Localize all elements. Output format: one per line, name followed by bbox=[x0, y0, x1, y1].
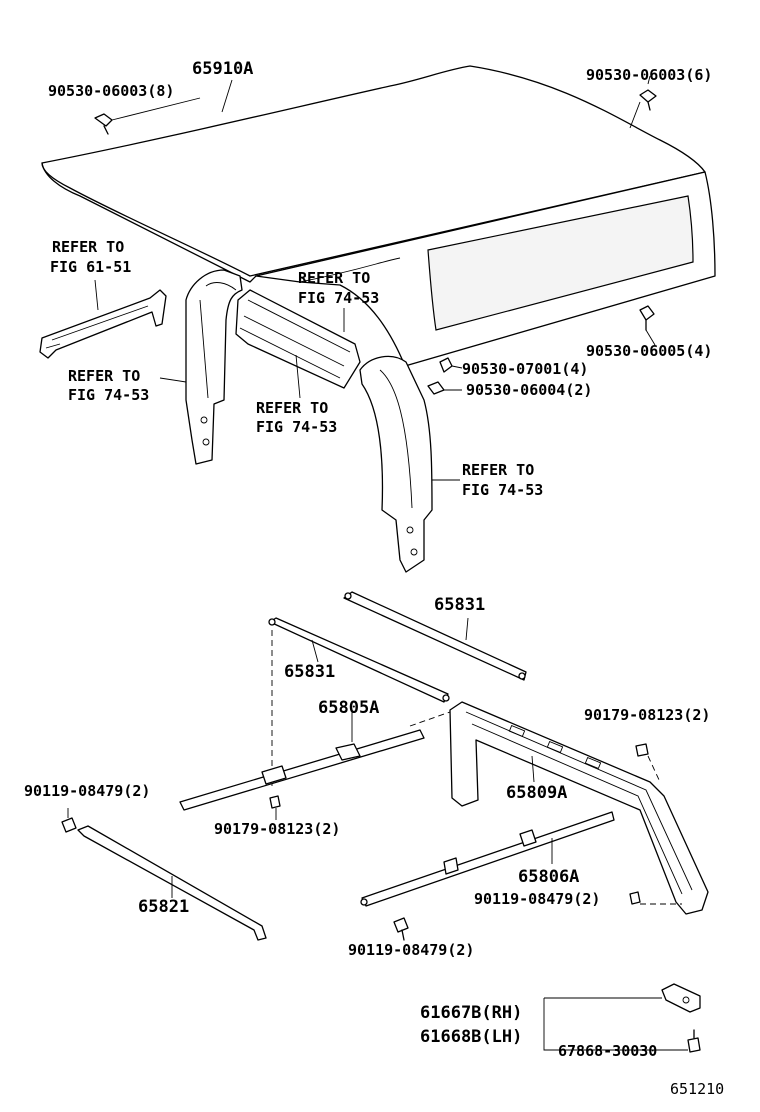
clip-right-icon[interactable] bbox=[639, 89, 657, 111]
rear-pillar-right[interactable] bbox=[359, 355, 433, 573]
clip-07001-icon[interactable] bbox=[439, 357, 453, 373]
label-rod-lower: 65831 bbox=[284, 662, 335, 682]
label-bolt-08479-bottom: 90119-08479(2) bbox=[348, 941, 474, 959]
label-rod-upper: 65831 bbox=[434, 595, 485, 615]
label-figure-code: 651210 bbox=[670, 1080, 724, 1098]
bar-65806a[interactable] bbox=[360, 811, 615, 907]
label-refer-2a: REFER TO bbox=[298, 269, 370, 287]
label-bracket-lh: 61668B(LH) bbox=[420, 1027, 522, 1047]
label-bolt-08123-right: 90179-08123(2) bbox=[584, 706, 710, 724]
center-roof-rail[interactable] bbox=[235, 289, 361, 389]
leader-clip-left bbox=[111, 97, 201, 121]
side-rail-bracket[interactable] bbox=[39, 289, 167, 359]
bolt-08123-right-icon[interactable] bbox=[635, 743, 649, 757]
label-hardtop: 65910A bbox=[192, 59, 253, 79]
bolt-08479-left-icon[interactable] bbox=[61, 817, 77, 833]
frame-65809a[interactable] bbox=[449, 701, 709, 915]
label-clip-07001: 90530-07001(4) bbox=[462, 360, 588, 378]
label-refer-5b: FIG 74-53 bbox=[462, 481, 543, 499]
leader-rod-lower bbox=[311, 639, 319, 663]
label-screw: 67868-30030 bbox=[558, 1042, 657, 1060]
label-refer-4b: FIG 74-53 bbox=[256, 418, 337, 436]
label-refer-1b: FIG 61-51 bbox=[50, 258, 131, 276]
label-refer-5a: REFER TO bbox=[462, 461, 534, 479]
label-bracket-rh: 61667B(RH) bbox=[420, 1003, 522, 1023]
screw-icon[interactable] bbox=[687, 1029, 701, 1053]
leader-clip-right bbox=[647, 75, 651, 85]
label-805: 65805A bbox=[318, 698, 379, 718]
hinge-bracket[interactable] bbox=[661, 983, 701, 1013]
hardtop-shell[interactable] bbox=[41, 65, 716, 367]
guide-dash-805 bbox=[409, 711, 451, 727]
bolt-08123-center-icon[interactable] bbox=[269, 795, 281, 809]
bar-65805a[interactable] bbox=[179, 729, 425, 811]
leader-refer-1 bbox=[94, 279, 99, 311]
leader-clip-06005 bbox=[645, 329, 656, 346]
label-refer-2b: FIG 74-53 bbox=[298, 289, 379, 307]
bolt-08479-bottom-icon[interactable] bbox=[393, 917, 409, 941]
label-bolt-08479-left: 90119-08479(2) bbox=[24, 782, 150, 800]
leader-clip-07001 bbox=[451, 365, 463, 369]
label-bolt-08123-center: 90179-08123(2) bbox=[214, 820, 340, 838]
label-refer-3a: REFER TO bbox=[68, 367, 140, 385]
label-clip-06005: 90530-06005(4) bbox=[586, 342, 712, 360]
bracket-brace bbox=[543, 998, 688, 1051]
label-clip-06004: 90530-06004(2) bbox=[466, 381, 592, 399]
label-bolt-08479-right: 90119-08479(2) bbox=[474, 890, 600, 908]
clip-06004-icon[interactable] bbox=[427, 381, 445, 395]
leader-rod-upper bbox=[465, 617, 469, 641]
leader-refer-2 bbox=[159, 377, 187, 383]
rod-65831-lower[interactable] bbox=[268, 617, 450, 703]
clip-06005-icon[interactable] bbox=[639, 305, 655, 331]
leader-809 bbox=[531, 755, 535, 783]
rod-65831-upper[interactable] bbox=[343, 591, 527, 681]
leader-refer-4 bbox=[295, 354, 301, 399]
label-clip-right: 90530-06003(6) bbox=[586, 66, 712, 84]
clip-left-icon[interactable] bbox=[94, 113, 113, 135]
label-821: 65821 bbox=[138, 897, 189, 917]
label-refer-4a: REFER TO bbox=[256, 399, 328, 417]
label-refer-3b: FIG 74-53 bbox=[68, 386, 149, 404]
bolt-08479-right-icon[interactable] bbox=[629, 891, 641, 905]
guide-dash-bolt-right bbox=[647, 755, 661, 783]
front-pillar-left[interactable] bbox=[185, 269, 243, 465]
label-809: 65809A bbox=[506, 783, 567, 803]
label-clip-left: 90530-06003(8) bbox=[48, 82, 174, 100]
leader-clip-right-2 bbox=[629, 101, 641, 129]
leader-hardtop bbox=[221, 79, 233, 113]
label-806: 65806A bbox=[518, 867, 579, 887]
label-refer-1a: REFER TO bbox=[52, 238, 124, 256]
